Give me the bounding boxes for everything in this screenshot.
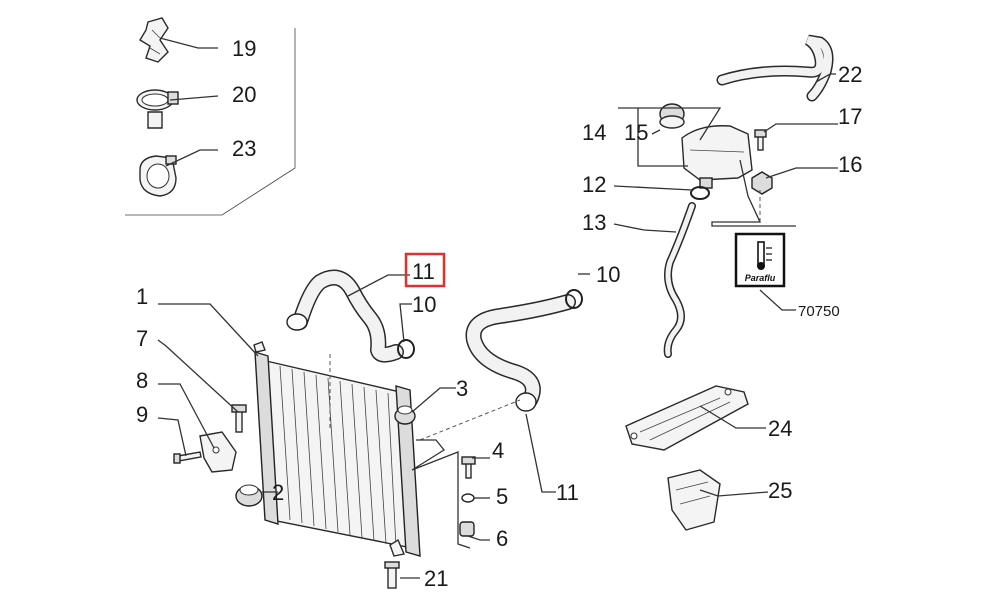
part-10-clamp-a	[397, 339, 415, 359]
callout-labels: 19 20 23 1 7 8 9 2 3 4 5 6 21 11 10 10 1…	[136, 36, 862, 591]
callout-13: 12	[582, 172, 606, 197]
callout-17: 16	[838, 152, 862, 177]
part-18-screw	[754, 129, 767, 151]
part-2-mount	[235, 484, 263, 507]
callout-14: 13	[582, 210, 606, 235]
callout-70750: 70750	[798, 303, 840, 320]
coolant-badge-brand: Paraflu	[745, 273, 776, 283]
callout-24: 24	[768, 416, 792, 441]
part-4-bolt	[461, 456, 476, 479]
callout-11: 11	[556, 480, 579, 505]
part-6-plug	[459, 521, 475, 537]
callout-16: 15	[624, 120, 648, 145]
part-25-bracket	[667, 469, 721, 531]
callout-21: 21	[424, 566, 448, 591]
callout-23: 23	[232, 136, 256, 161]
part-11-hose	[465, 294, 576, 412]
callout-18: 17	[838, 104, 862, 129]
part-14-hose	[663, 202, 696, 358]
inset-frame	[125, 28, 296, 216]
callout-7: 7	[136, 326, 148, 351]
callout-20: 20	[232, 82, 256, 107]
callout-12: 11	[412, 259, 435, 284]
part-20-clamp	[136, 89, 179, 129]
reference-lines	[329, 190, 761, 441]
part-19-clip	[139, 17, 169, 63]
callout-12-highlight	[404, 252, 446, 288]
callout-22: 22	[838, 62, 862, 87]
part-12-hose	[286, 269, 404, 363]
part-24-bracket	[625, 385, 749, 451]
part-17-nut	[751, 171, 773, 195]
part-22-hose	[716, 34, 834, 102]
callout-4: 4	[492, 438, 504, 463]
callout-8: 8	[136, 368, 148, 393]
callout-25: 25	[768, 478, 792, 503]
part-3-mount	[394, 405, 416, 425]
callout-1: 1	[136, 284, 148, 309]
part-13-clamp	[690, 186, 710, 200]
radiator-fins	[279, 365, 397, 547]
callout-19: 19	[232, 36, 256, 61]
part-9-screw	[173, 451, 202, 464]
part-8-bracket	[199, 431, 237, 473]
part-21-bolt	[384, 561, 400, 589]
part-16-cap	[659, 103, 685, 129]
callout-10-a: 10	[412, 292, 436, 317]
part-15-expansion-tank	[681, 125, 753, 189]
part-23-clamp	[139, 155, 177, 197]
callout-6: 6	[496, 526, 508, 551]
part-1-radiator	[253, 341, 421, 557]
callout-2: 2	[272, 480, 284, 505]
callout-9: 9	[136, 402, 148, 427]
callout-3: 3	[456, 376, 468, 401]
callout-5: 5	[496, 484, 508, 509]
part-10-clamp-b	[565, 289, 583, 309]
coolant-badge: Paraflu	[734, 232, 786, 288]
part-5-washer	[461, 493, 475, 503]
part-7-bolt	[231, 404, 247, 433]
callout-10-b: 10	[596, 262, 620, 287]
callout-15: 14	[582, 120, 606, 145]
leader-lines	[157, 37, 838, 579]
